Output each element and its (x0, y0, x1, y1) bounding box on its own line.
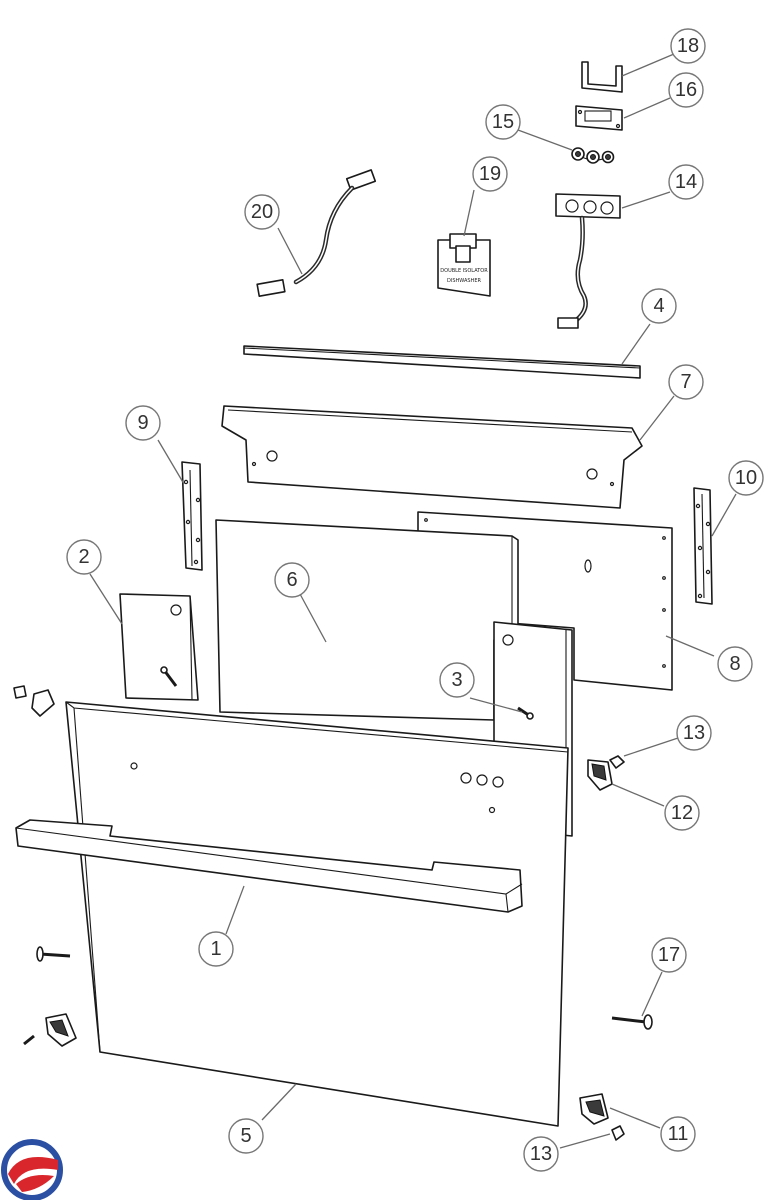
part-11-hinge-cover (579, 1093, 609, 1125)
callout-8: 8 (717, 646, 753, 682)
callout-5: 5 (228, 1118, 264, 1154)
callout-19: 19 (472, 156, 508, 192)
callout-11: 11 (660, 1116, 696, 1152)
callout-15-label: 15 (492, 111, 514, 133)
callout-9-label: 9 (137, 412, 148, 434)
isolator-label-2: DISHWASHER (447, 278, 481, 284)
part-19-double-isolator: DOUBLE ISOLATOR DISHWASHER (437, 233, 491, 297)
part-18-bracket (581, 61, 623, 93)
callout-20: 20 (244, 194, 280, 230)
callout-13-bottom-label: 13 (530, 1143, 552, 1165)
part-4-top-strip (243, 345, 641, 379)
part-6-inner-panel (215, 519, 519, 721)
callout-18: 18 (670, 28, 706, 64)
part-7-top-channel (221, 405, 643, 509)
part-9-hinge-bracket-left (181, 461, 203, 571)
callout-2-label: 2 (78, 546, 89, 568)
callout-5-label: 5 (240, 1125, 251, 1147)
callout-4-label: 4 (653, 295, 664, 317)
callout-13-top-label: 13 (683, 722, 705, 744)
callout-17-label: 17 (658, 944, 680, 966)
callout-15: 15 (485, 104, 521, 140)
callout-6: 6 (274, 562, 310, 598)
part-16-control-board (575, 105, 623, 131)
callout-14: 14 (668, 164, 704, 200)
callout-20-label: 20 (251, 201, 273, 223)
left-hinge-cover (23, 1013, 77, 1047)
callout-1-label: 1 (210, 938, 221, 960)
part-5-outer-door-panel (65, 701, 569, 1127)
callout-17: 17 (651, 937, 687, 973)
isolator-label-1: DOUBLE ISOLATOR (440, 268, 488, 274)
callout-7: 7 (668, 364, 704, 400)
callout-16-label: 16 (675, 79, 697, 101)
part-13-clip-bottom (611, 1125, 625, 1141)
left-small-clip (13, 685, 55, 717)
callout-18-label: 18 (677, 35, 699, 57)
part-2-left-side-block (119, 593, 199, 701)
part-17-pin (611, 1014, 653, 1030)
callout-8-label: 8 (729, 653, 740, 675)
part-1-door-handle (15, 819, 523, 913)
callout-1: 1 (198, 931, 234, 967)
callout-4: 4 (641, 288, 677, 324)
callout-19-label: 19 (479, 163, 501, 185)
part-10-hinge-bracket-right (693, 487, 713, 605)
left-pin (36, 946, 71, 962)
callout-16: 16 (668, 72, 704, 108)
callout-9: 9 (125, 405, 161, 441)
callout-10: 10 (728, 460, 764, 496)
part-14-button-panel (555, 193, 621, 329)
part-13-clip-top (609, 755, 625, 769)
callout-11-label: 11 (668, 1123, 689, 1145)
callout-3-label: 3 (451, 669, 462, 691)
callout-13-bottom: 13 (523, 1136, 559, 1172)
part-15-buttons (571, 147, 615, 164)
callout-12-label: 12 (671, 802, 693, 824)
callout-12: 12 (664, 795, 700, 831)
leader-lines (89, 53, 737, 1149)
part-20-wiring-harness (256, 169, 377, 297)
callout-14-label: 14 (675, 171, 697, 193)
callout-10-label: 10 (735, 467, 757, 489)
callout-13-top: 13 (676, 715, 712, 751)
callout-2: 2 (66, 539, 102, 575)
callout-6-label: 6 (286, 569, 297, 591)
callout-7-label: 7 (680, 371, 691, 393)
callout-3: 3 (439, 662, 475, 698)
part-12-hinge-cover (587, 759, 613, 791)
brand-logo (1, 1139, 63, 1200)
